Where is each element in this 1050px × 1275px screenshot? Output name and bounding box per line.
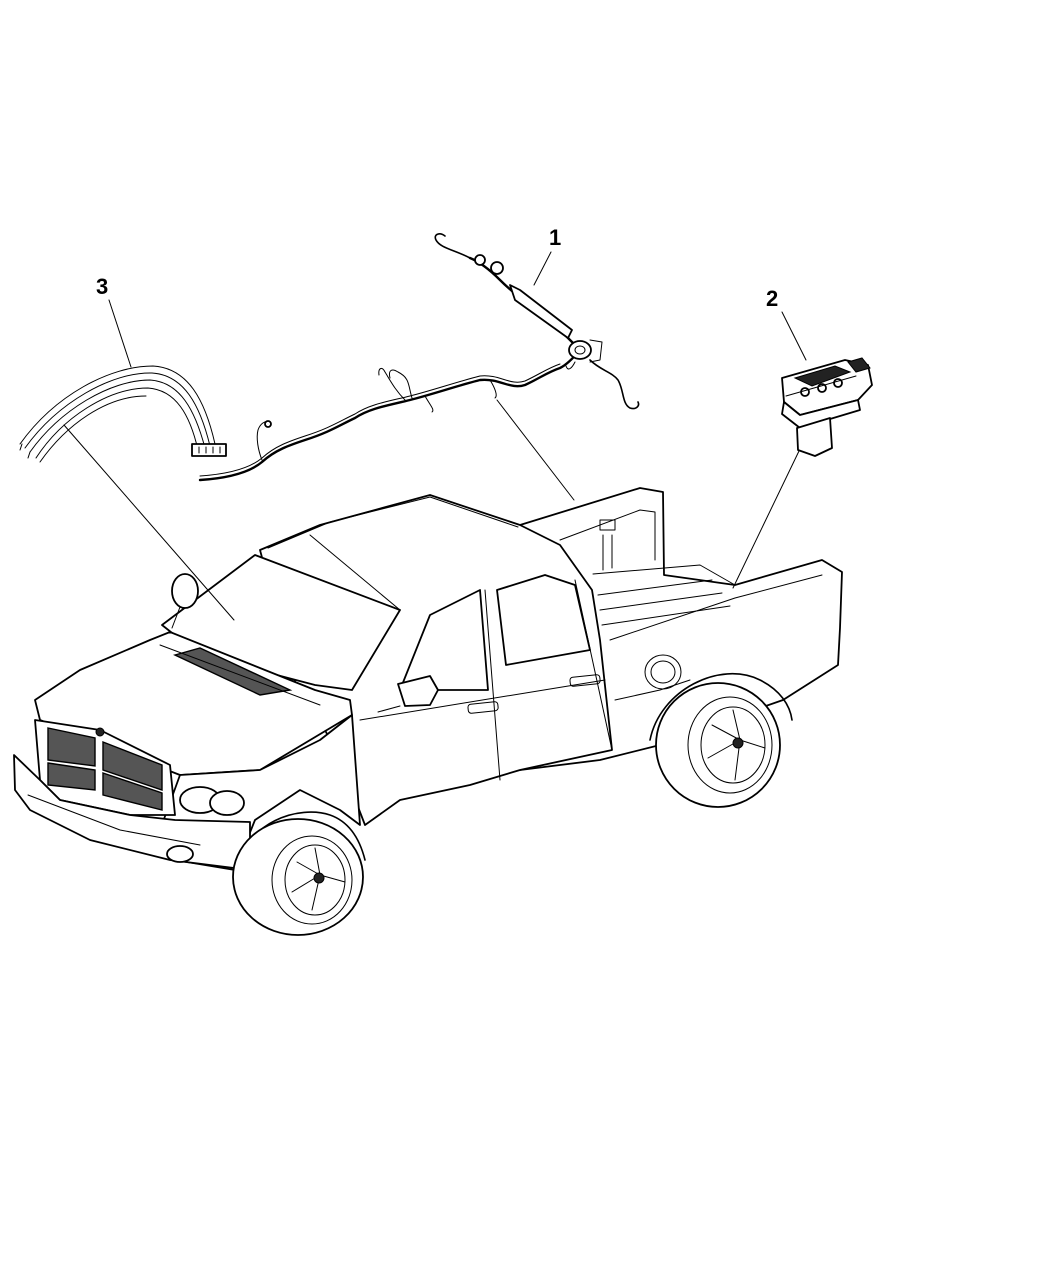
leader-line-1b [496,399,575,501]
control-module-icon [781,357,873,457]
leader-line-2b [732,450,800,589]
grille-icon [34,719,176,816]
leader-line-3b [63,424,235,621]
callout-number-1: 1 [549,225,561,250]
wiring-harness-icon [198,233,640,482]
wire-bundle-icon [19,365,227,463]
pickup-truck-icon [13,487,843,936]
rear-wheel-icon [655,682,781,808]
leader-lines [63,251,807,621]
callout-number-3: 3 [96,274,108,299]
leader-line-2 [781,311,807,361]
front-wheel-icon [232,818,364,936]
leader-line-1 [533,251,552,286]
leader-line-3 [108,299,132,368]
callout-number-2: 2 [766,286,778,311]
